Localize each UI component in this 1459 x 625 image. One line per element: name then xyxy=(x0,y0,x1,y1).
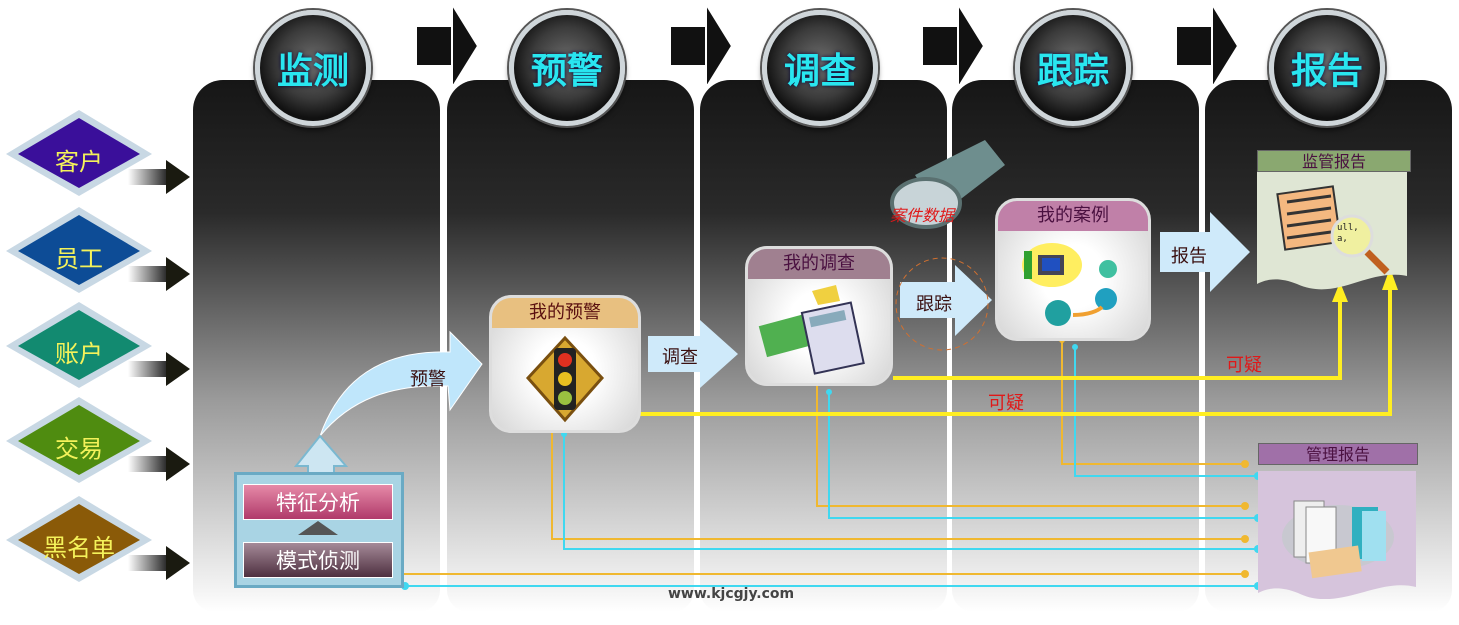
report-arrow xyxy=(1160,212,1250,292)
stage-arrow-icon xyxy=(1162,4,1238,84)
stage-track: 跟踪 xyxy=(1015,10,1131,126)
case-data-label: 案件数据 xyxy=(890,206,955,225)
stage-arrow-icon xyxy=(402,4,478,84)
source-arrow-icon xyxy=(128,447,190,481)
track-flow-label: 跟踪 xyxy=(916,294,952,315)
pencil-icon xyxy=(6,302,152,388)
source-label: 黑名单 xyxy=(43,534,115,562)
regulatory-report[interactable]: 监管报告 ull, a, xyxy=(1257,150,1411,292)
house-icon xyxy=(6,110,152,196)
stage-investigate: 调查 xyxy=(762,10,878,126)
source-arrow-icon xyxy=(128,160,190,194)
source-arrow-icon xyxy=(128,546,190,580)
watermark: www.kjcgjy.com xyxy=(668,586,795,602)
globe-icon xyxy=(6,207,152,293)
card-title: 我的预警 xyxy=(492,298,638,328)
triangle-icon xyxy=(298,521,338,535)
orange-line xyxy=(816,382,1245,507)
my-alerts-card[interactable]: 我的预警 xyxy=(489,295,641,433)
report-title: 管理报告 xyxy=(1258,443,1418,465)
source-label: 客户 xyxy=(55,148,103,176)
source-label: 员工 xyxy=(55,245,103,273)
source-arrow-icon xyxy=(128,257,190,291)
suspicious-label: 可疑 xyxy=(988,393,1024,414)
feature-analysis-button[interactable]: 特征分析 xyxy=(243,484,393,520)
stage-arrow-icon xyxy=(656,4,732,84)
documents-icon xyxy=(1258,471,1416,600)
alert-flow-label: 预警 xyxy=(410,369,446,390)
cyan-line xyxy=(563,434,1258,550)
track-highlight-circle xyxy=(895,257,989,351)
my-cases-card[interactable]: 我的案例 xyxy=(995,198,1151,341)
report-title: 监管报告 xyxy=(1257,150,1411,172)
source-label: 交易 xyxy=(55,435,103,463)
suspicious-line xyxy=(893,300,1342,380)
stage-report: 报告 xyxy=(1269,10,1385,126)
case-workflow-icon xyxy=(1022,243,1117,326)
alert-curve-arrow xyxy=(319,330,483,437)
source-3: 交易 xyxy=(4,395,154,485)
suspicious-label: 可疑 xyxy=(1226,355,1262,376)
investigate-flow-label: 调查 xyxy=(662,347,698,368)
magnifier-text: ull, a, xyxy=(1337,223,1359,244)
report-flow-label: 报告 xyxy=(1171,246,1207,267)
stage-arrow-icon xyxy=(908,4,984,84)
orange-line xyxy=(551,422,1245,540)
device-icon xyxy=(6,397,152,483)
cash-calculator-icon xyxy=(758,285,865,375)
cyan-line xyxy=(1074,347,1258,477)
card-title: 我的案例 xyxy=(998,201,1148,231)
orange-line xyxy=(1061,340,1245,465)
source-arrow-icon xyxy=(128,352,190,386)
suspicious-line xyxy=(640,285,1392,416)
source-4: 黑名单 xyxy=(4,494,154,584)
track-arrow xyxy=(900,265,992,336)
stage-alert: 预警 xyxy=(509,10,625,126)
cyan-line xyxy=(828,392,1258,519)
source-label: 账户 xyxy=(55,340,103,368)
investigate-arrow xyxy=(648,320,738,388)
network-icon xyxy=(6,496,152,582)
pattern-detection-button[interactable]: 模式侦测 xyxy=(243,542,393,578)
my-investigations-card[interactable]: 我的调查 xyxy=(745,246,893,386)
source-0: 客户 xyxy=(4,108,154,198)
source-2: 账户 xyxy=(4,300,154,390)
traffic-light-icon xyxy=(525,335,605,423)
source-1: 员工 xyxy=(4,205,154,295)
card-title: 我的调查 xyxy=(748,249,890,279)
document-magnifier-icon xyxy=(1257,172,1407,290)
stage-monitor: 监测 xyxy=(255,10,371,126)
management-report[interactable]: 管理报告 xyxy=(1258,443,1418,600)
flashlight-icon xyxy=(890,140,1005,229)
